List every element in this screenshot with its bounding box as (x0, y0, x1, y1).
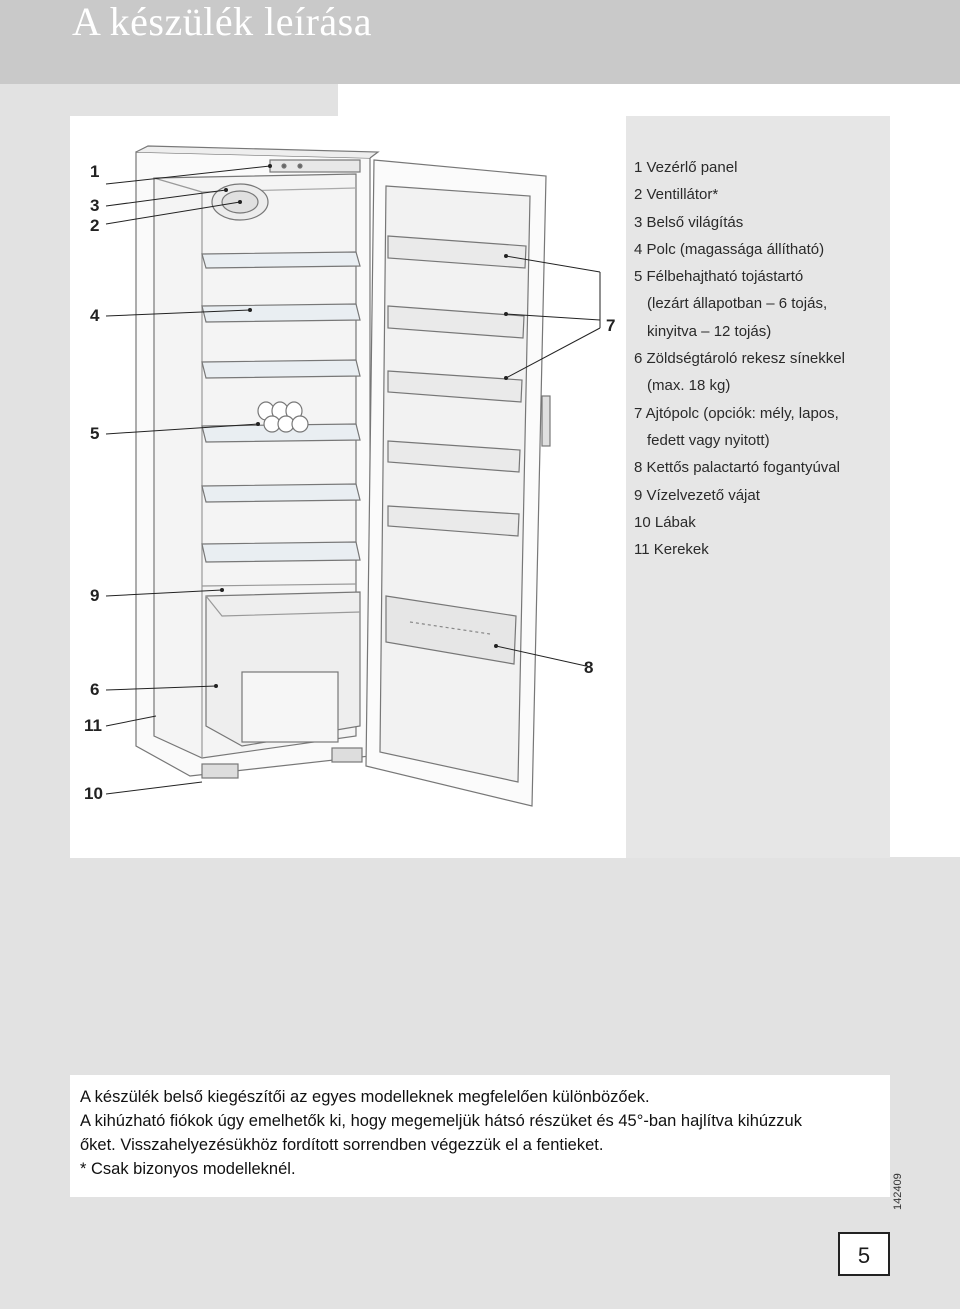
legend-item: 9 Vízelvezető vájat (634, 482, 884, 509)
legend-item: (max. 18 kg) (634, 372, 884, 399)
note-line: * Csak bizonyos modelleknél. (80, 1157, 890, 1181)
legend-item: 4 Polc (magassága állítható) (634, 236, 884, 263)
legend-item: fedett vagy nyitott) (634, 427, 884, 454)
legend-item: 6 Zöldségtároló rekesz sínekkel (634, 345, 884, 372)
callout-11: 11 (84, 716, 102, 736)
notes: A készülék belső kiegészítői az egyes mo… (80, 1085, 890, 1181)
note-line: őket. Visszahelyezésükhöz fordított sorr… (80, 1133, 890, 1157)
callout-8: 8 (584, 658, 593, 678)
legend-list: 1 Vezérlő panel 2 Ventillátor* 3 Belső v… (634, 154, 884, 563)
legend-item: kinyitva – 12 tojás) (634, 318, 884, 345)
legend-item: 2 Ventillátor* (634, 181, 884, 208)
callout-2: 2 (90, 216, 99, 236)
callout-1: 1 (90, 162, 99, 182)
legend-item: 3 Belső világítás (634, 209, 884, 236)
refrigerator-illustration (70, 116, 626, 858)
document-code: 142409 (892, 1173, 904, 1210)
legend-item: (lezárt állapotban – 6 tojás, (634, 290, 884, 317)
page-title: A készülék leírása (72, 0, 372, 44)
callout-7: 7 (606, 316, 615, 336)
callout-3: 3 (90, 196, 99, 216)
callout-10: 10 (84, 784, 103, 804)
legend-item: 1 Vezérlő panel (634, 154, 884, 181)
callout-5: 5 (90, 424, 99, 444)
legend-item: 5 Félbehajtható tojástartó (634, 263, 884, 290)
callout-4: 4 (90, 306, 99, 326)
legend-item: 7 Ajtópolc (opciók: mély, lapos, (634, 400, 884, 427)
callout-6: 6 (90, 680, 99, 700)
note-line: A készülék belső kiegészítői az egyes mo… (80, 1085, 890, 1109)
legend-item: 10 Lábak (634, 509, 884, 536)
note-line: A kihúzható fiókok úgy emelhetők ki, hog… (80, 1109, 890, 1133)
legend-item: 8 Kettős palactartó fogantyúval (634, 454, 884, 481)
legend-item: 11 Kerekek (634, 536, 884, 563)
callout-9: 9 (90, 586, 99, 606)
page-number: 5 (838, 1232, 890, 1276)
